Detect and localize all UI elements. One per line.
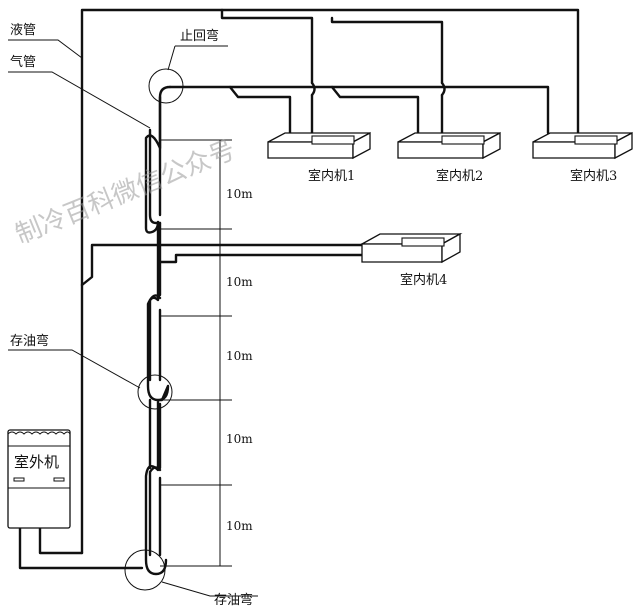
label-oil-trap-bottom: 存油弯 [214,592,253,608]
indoor-unit-2 [397,131,501,160]
liquid-pipe-main [80,8,580,555]
dimension-label: 10m [226,275,253,289]
crossover-1 [310,81,316,97]
watermark: 制冷百科微信公众号 [11,135,239,250]
gas-branch-2 [330,85,420,135]
label-indoor-1: 室内机1 [308,168,355,184]
label-indoor-3: 室内机3 [570,168,617,184]
gas-header [168,85,550,135]
leader-liquid [8,39,83,59]
dimension-line [160,139,232,567]
indoor-unit-4 [359,232,463,264]
label-check-bend: 止回弯 [180,28,219,44]
gas-riser-segment-b [148,128,162,225]
leader-oil-mid [8,349,141,389]
label-oil-trap-mid: 存油弯 [10,333,49,349]
dimension-label: 10m [226,349,253,363]
gas-riser-segment-d [148,398,162,557]
label-outdoor-unit: 室外机 [14,453,59,471]
leader-check [167,45,228,71]
indoor-unit-1 [267,131,371,160]
label-gas-pipe: 气管 [10,54,36,70]
liquid-branch-4 [80,243,370,287]
label-indoor-4: 室内机4 [400,272,447,288]
liquid-to-outdoor [38,526,84,555]
check-bend-circle [148,68,184,104]
label-indoor-2: 室内机2 [436,168,483,184]
crossover-2 [440,81,446,97]
oil-trap-mid-circle [137,374,173,410]
dimension-label: 10m [226,432,253,446]
liquid-branch-2 [330,16,444,85]
liquid-branch-1 [220,8,314,85]
leader-oil-bottom [161,581,258,597]
gas-branch-4 [158,253,370,264]
gas-branch-1 [228,85,292,135]
dimension-label: 10m [226,187,253,201]
outdoor-unit [7,429,71,529]
gas-riser-segment-c [148,221,162,382]
oil-trap-bottom-circle [124,549,166,591]
dimension-label: 10m [226,519,253,533]
label-liquid-pipe: 液管 [10,23,36,38]
leader-gas [8,71,151,129]
gas-to-outdoor [18,526,144,570]
indoor-unit-3 [532,131,633,160]
